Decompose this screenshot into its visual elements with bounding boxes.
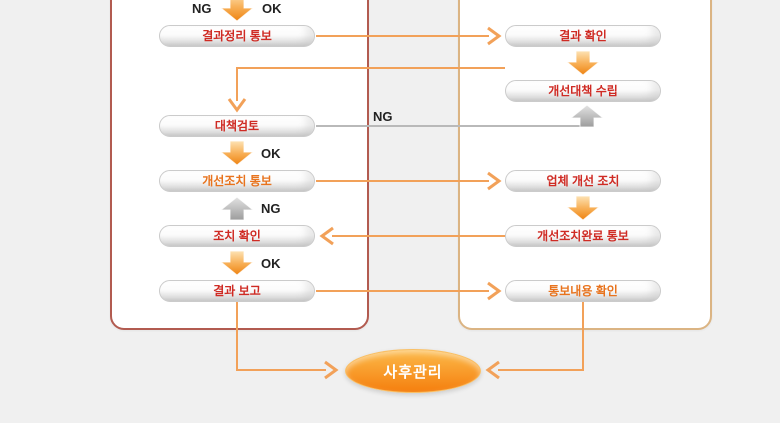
right-chevron-icon	[324, 360, 339, 380]
step-result-summary-notice: 결과정리 통보	[159, 25, 315, 47]
step-improvement-complete-notice: 개선조치완료 통보	[505, 225, 661, 247]
step-action-check: 조치 확인	[159, 225, 315, 247]
step-result-report: 결과 보고	[159, 280, 315, 302]
step-improvement-plan: 개선대책 수립	[505, 80, 661, 102]
end-node-post-management: 사후관리	[345, 349, 481, 393]
step-notice-content-check: 통보내용 확인	[505, 280, 661, 302]
ok-label-after-review: OK	[261, 146, 281, 161]
step-countermeasure-review: 대책검토	[159, 115, 315, 137]
left-chevron-icon	[485, 360, 500, 380]
step-vendor-improvement-action: 업체 개선 조치	[505, 170, 661, 192]
ok-label-after-check: OK	[261, 256, 281, 271]
ng-label-after-notice: NG	[261, 201, 281, 216]
top-ng-label: NG	[192, 1, 212, 16]
step-result-check: 결과 확인	[505, 25, 661, 47]
top-ok-label: OK	[262, 1, 282, 16]
step-improvement-action-notice: 개선조치 통보	[159, 170, 315, 192]
ng-feedback-label: NG	[373, 109, 393, 124]
